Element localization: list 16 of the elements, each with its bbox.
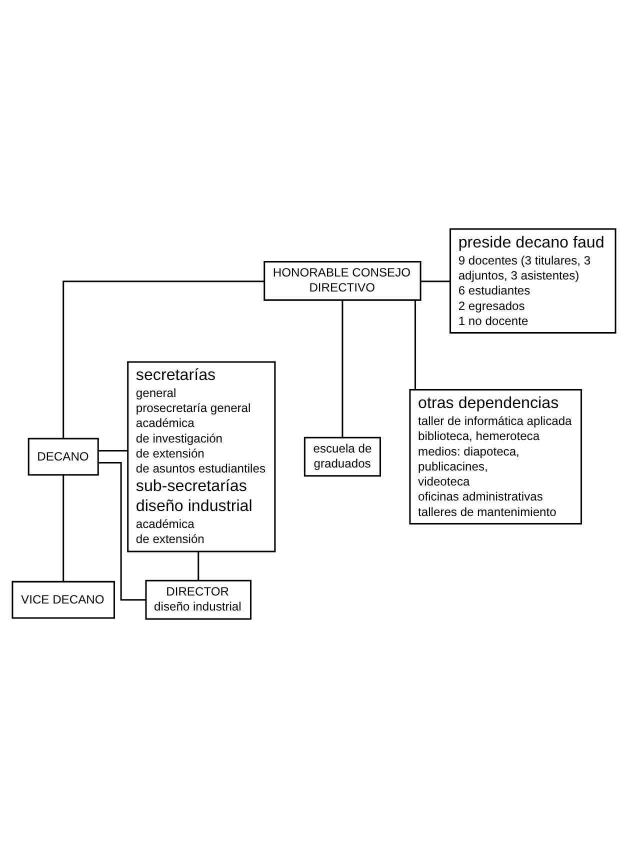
connector xyxy=(342,300,344,438)
node-box: secretarías general prosecretaría general académica de investigación de extensión de asuntos estudiantiles sub-secretarías diseño industrial académica de extensión xyxy=(127,361,276,552)
node-box: DIRECTOR diseño industrial xyxy=(145,580,252,620)
connector xyxy=(62,280,264,438)
node-box: otras dependencias taller de informática aplicada biblioteca, hemeroteca medios: diapoteca, publicacines, videoteca oficinas administrativas talleres de mantenimiento xyxy=(409,388,582,524)
node-box: DECANO xyxy=(28,438,99,476)
connector xyxy=(98,450,128,452)
connector xyxy=(98,462,146,601)
connector xyxy=(420,280,450,282)
node-box: VICE DECANO xyxy=(12,580,115,619)
node-box: escuela de graduados xyxy=(304,436,381,477)
connector xyxy=(62,475,64,582)
node-box: preside decano faud 9 docentes (3 titulares, 3 adjuntos, 3 asistentes) 6 estudiantes 2 egresados 1 no docente xyxy=(450,228,616,334)
connector xyxy=(198,552,200,581)
connector xyxy=(414,300,416,390)
node-box: HONORABLE CONSEJO DIRECTIVO xyxy=(264,261,422,301)
